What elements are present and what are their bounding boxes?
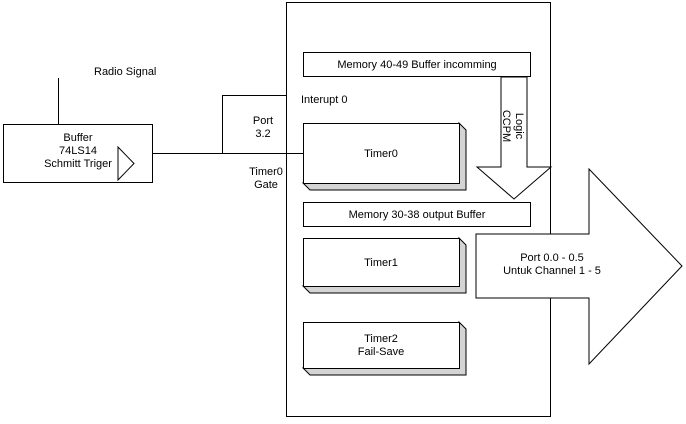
timer0-gate-label-2: Gate <box>254 179 278 191</box>
buffer-box <box>3 124 153 183</box>
timer2-box <box>303 322 460 369</box>
logic-label: Logic <box>513 113 525 140</box>
memory-in-box <box>303 52 531 77</box>
timer0-label: Timer0 <box>364 148 398 160</box>
port-out-label-2: Untuk Channel 1 - 5 <box>503 265 601 277</box>
timer2-label-2: Fail-Save <box>358 346 404 358</box>
port-out-label-1: Port 0.0 - 0.5 <box>520 252 584 264</box>
buffer-label-1: Buffer <box>63 132 92 144</box>
schmitt-trigger-icon <box>117 145 135 182</box>
buffer-label-3: Schmitt Triger <box>44 158 112 170</box>
memory-out-label: Memory 30-38 output Buffer <box>349 209 486 221</box>
timer1-label: Timer1 <box>364 257 398 269</box>
timer0-gate-label-1: Timer0 <box>249 166 283 178</box>
ccpm-label: CCPM <box>500 110 512 142</box>
memory-out-box <box>303 202 531 227</box>
buffer-label-2: 74LS14 <box>59 145 97 157</box>
port32-label-2: 3.2 <box>255 128 270 140</box>
interupt-label: Interupt 0 <box>301 94 347 106</box>
memory-in-label: Memory 40-49 Buffer incomming <box>337 59 496 71</box>
timer1-box <box>303 238 460 287</box>
port-out-arrow <box>475 167 683 366</box>
ccpm-logic-arrow <box>475 76 553 200</box>
radio-signal-label: Radio Signal <box>94 66 156 78</box>
port32-label-1: Port <box>253 115 273 127</box>
interupt-line <box>222 95 286 154</box>
timer0-box <box>303 123 460 184</box>
timer2-label-1: Timer2 <box>364 333 398 345</box>
